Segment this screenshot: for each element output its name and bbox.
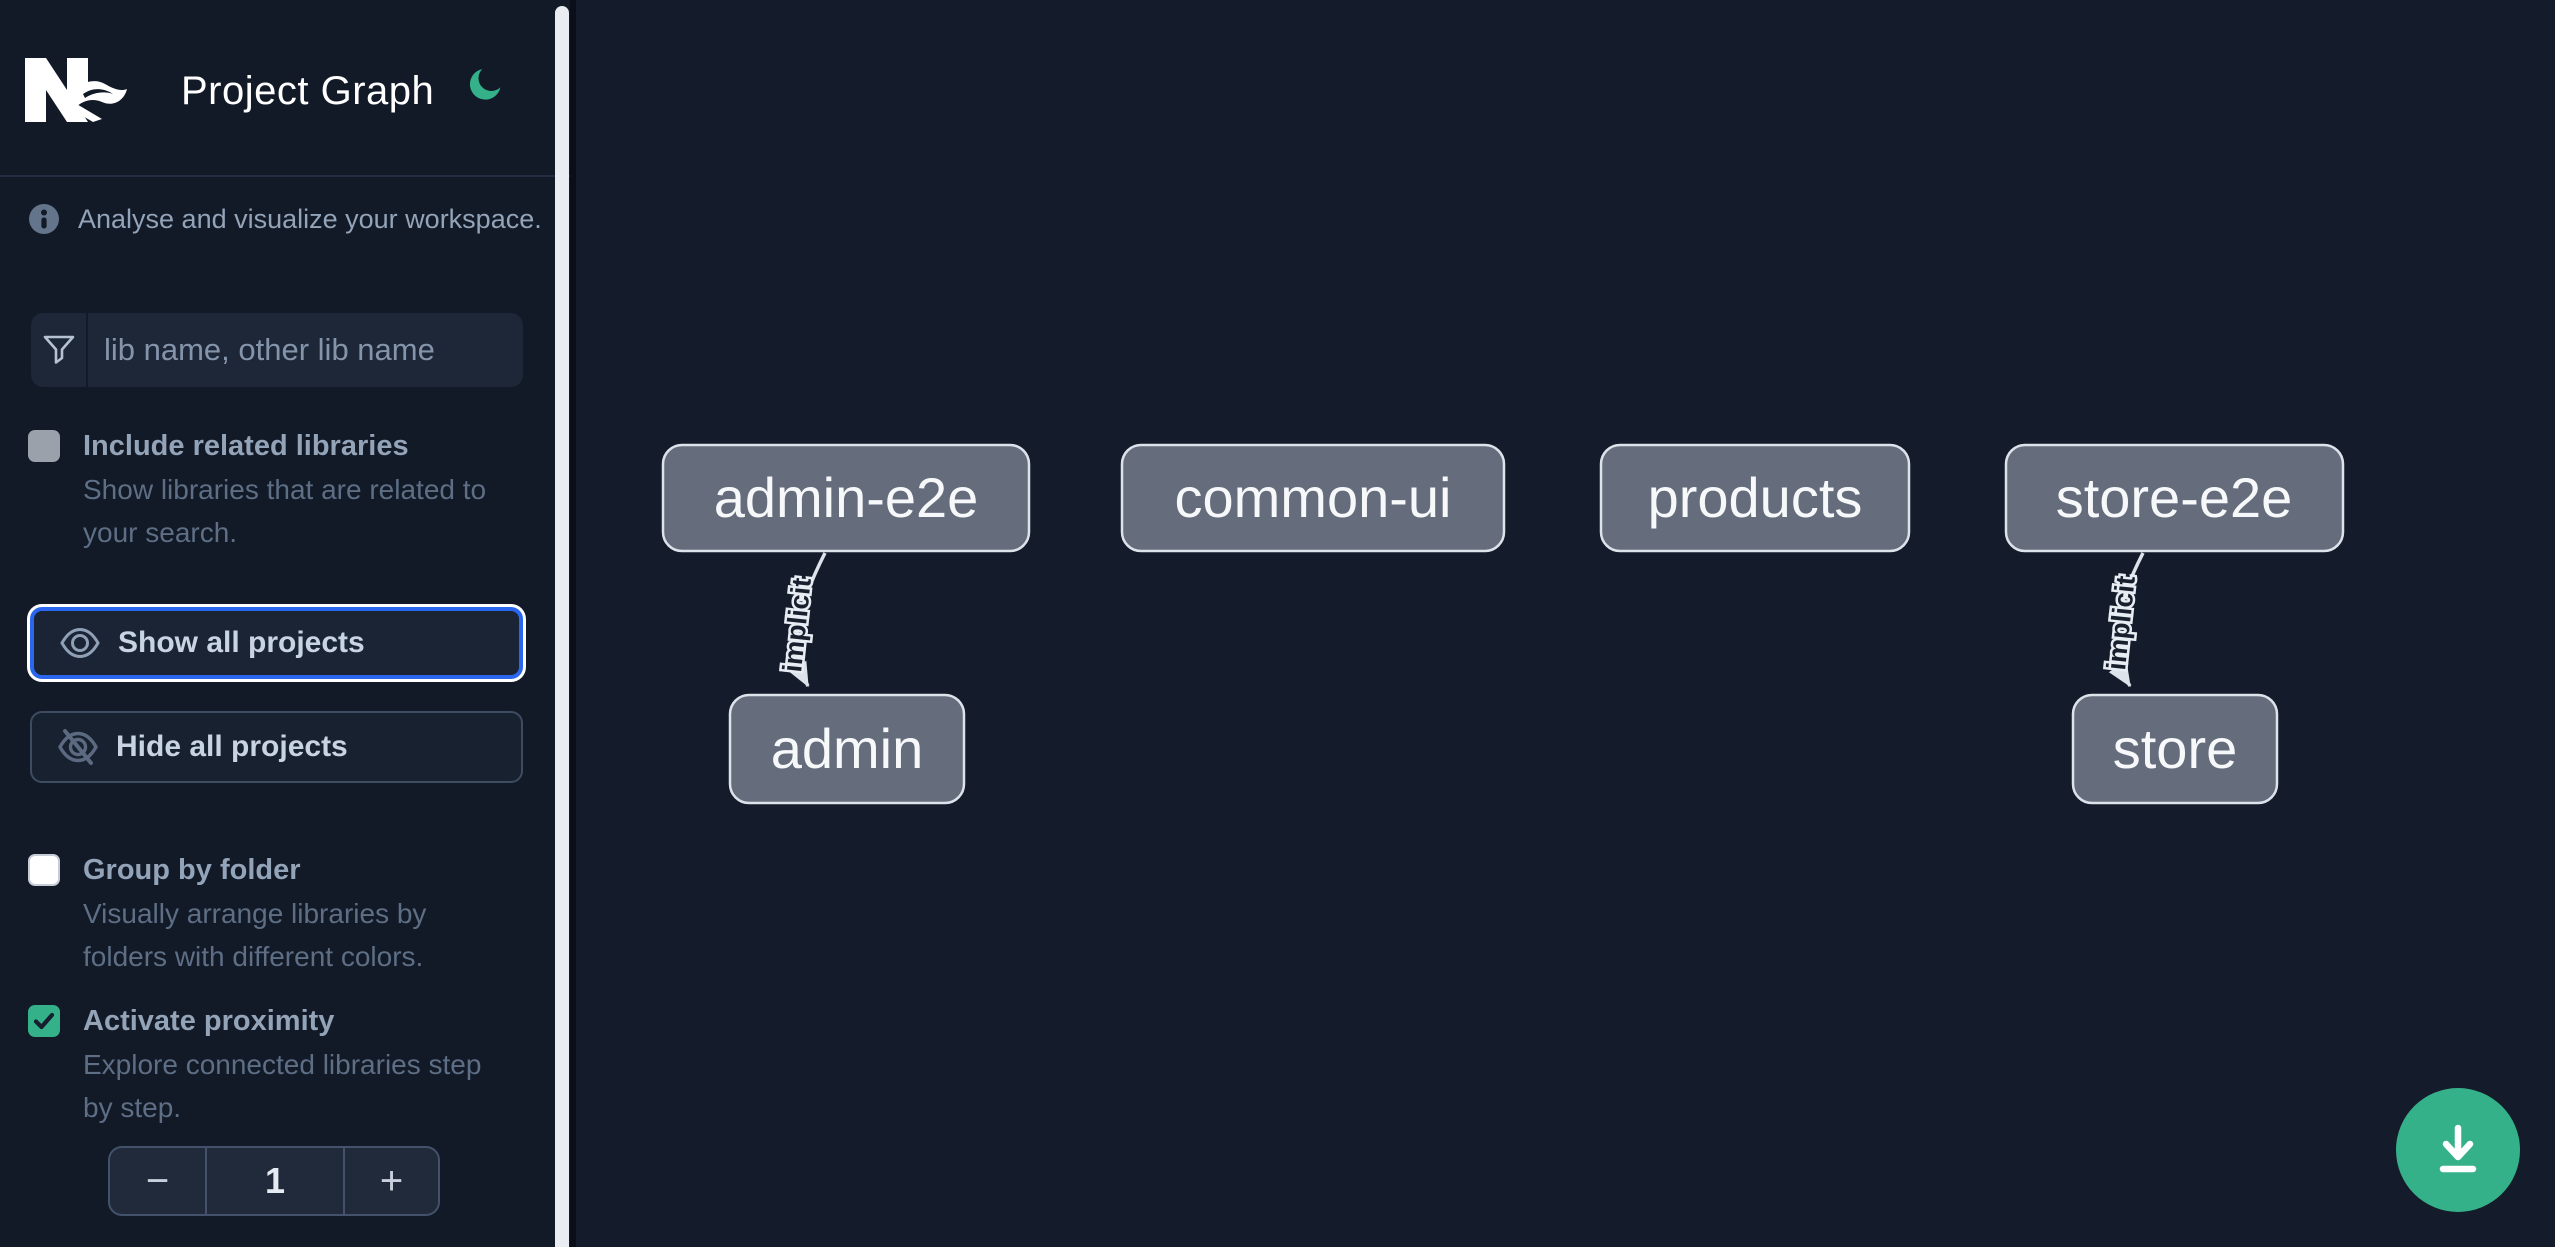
filter-input[interactable] <box>88 313 523 387</box>
graph-node-store-e2e[interactable]: store-e2e <box>2004 443 2345 553</box>
toggle-desc: folders with different colors. <box>83 941 424 972</box>
graph-node-common-ui[interactable]: common-ui <box>1120 443 1506 553</box>
checkbox-group-by-folder[interactable] <box>28 854 60 886</box>
svg-text:admin: admin <box>771 717 924 780</box>
sidebar: Project Graph Analyse and visualize your… <box>0 0 570 1247</box>
svg-text:store-e2e: store-e2e <box>2056 466 2293 529</box>
edge-admin-e2e-to-admin <box>787 552 827 688</box>
toggle-desc: by step. <box>83 1092 182 1123</box>
svg-text:common-ui: common-ui <box>1175 466 1452 529</box>
graph-node-admin[interactable]: admin <box>728 693 966 805</box>
filter-funnel-icon <box>43 335 74 364</box>
hide-all-projects-button[interactable]: Hide all projects <box>30 711 523 783</box>
download-graph-button[interactable] <box>2396 1088 2520 1212</box>
download-icon <box>2439 1124 2477 1173</box>
toggle-desc: your search. <box>83 517 238 548</box>
toggle-desc: Show libraries that are related to <box>83 474 487 505</box>
stepper-increase-button[interactable]: + <box>343 1148 438 1214</box>
filter-box <box>31 313 523 387</box>
edge-label-implicit: implicit <box>777 576 817 673</box>
project-graph-canvas[interactable]: implicit implicit admin-e2e common-ui pr… <box>576 0 2555 1247</box>
show-all-projects-button[interactable]: Show all projects <box>30 607 523 679</box>
workspace-tagline: Analyse and visualize your workspace. <box>78 203 542 234</box>
toggle-desc: Visually arrange libraries by <box>83 898 427 929</box>
checkbox-include-related[interactable] <box>28 430 60 462</box>
sidebar-scrollbar-track <box>554 0 570 1247</box>
workspace-tagline-row: Analyse and visualize your workspace. <box>28 203 542 235</box>
eye-off-icon <box>58 729 98 765</box>
edge-label-implicit: implicit <box>2101 574 2141 671</box>
stepper-value[interactable]: 1 <box>264 1160 286 1201</box>
sidebar-main-divider <box>570 0 576 1247</box>
svg-text:admin-e2e: admin-e2e <box>714 466 979 529</box>
graph-node-admin-e2e[interactable]: admin-e2e <box>661 443 1031 553</box>
sidebar-header: Project Graph <box>0 0 570 177</box>
toggle-title: Activate proximity <box>83 1005 335 1037</box>
toggle-activate-proximity: Activate proximity Explore connected lib… <box>28 999 481 1129</box>
hide-all-projects-label: Hide all projects <box>116 730 348 763</box>
page-title: Project Graph <box>181 69 435 113</box>
toggle-title: Group by folder <box>83 854 301 886</box>
eye-icon <box>60 627 100 659</box>
show-all-projects-label: Show all projects <box>118 626 365 659</box>
proximity-depth-stepper: − 1 + <box>108 1146 440 1216</box>
info-icon <box>29 204 59 234</box>
toggle-title: Include related libraries <box>83 430 409 462</box>
filter-icon-cell <box>31 313 88 387</box>
toggle-include-related: Include related libraries Show libraries… <box>28 424 486 554</box>
sidebar-scrollbar-thumb[interactable] <box>555 6 569 1247</box>
toggle-group-by-folder: Group by folder Visually arrange librari… <box>28 848 426 978</box>
nx-logo <box>25 58 127 122</box>
svg-text:store: store <box>2113 717 2238 780</box>
svg-text:products: products <box>1648 466 1863 529</box>
toggle-desc: Explore connected libraries step <box>83 1049 482 1080</box>
graph-node-products[interactable]: products <box>1599 443 1911 553</box>
graph-node-store[interactable]: store <box>2071 693 2279 805</box>
dark-mode-moon-icon[interactable] <box>466 66 503 104</box>
check-icon <box>33 1012 55 1030</box>
checkbox-activate-proximity[interactable] <box>28 1005 60 1037</box>
edge-store-e2e-to-store <box>2108 552 2145 688</box>
stepper-decrease-button[interactable]: − <box>110 1148 207 1214</box>
